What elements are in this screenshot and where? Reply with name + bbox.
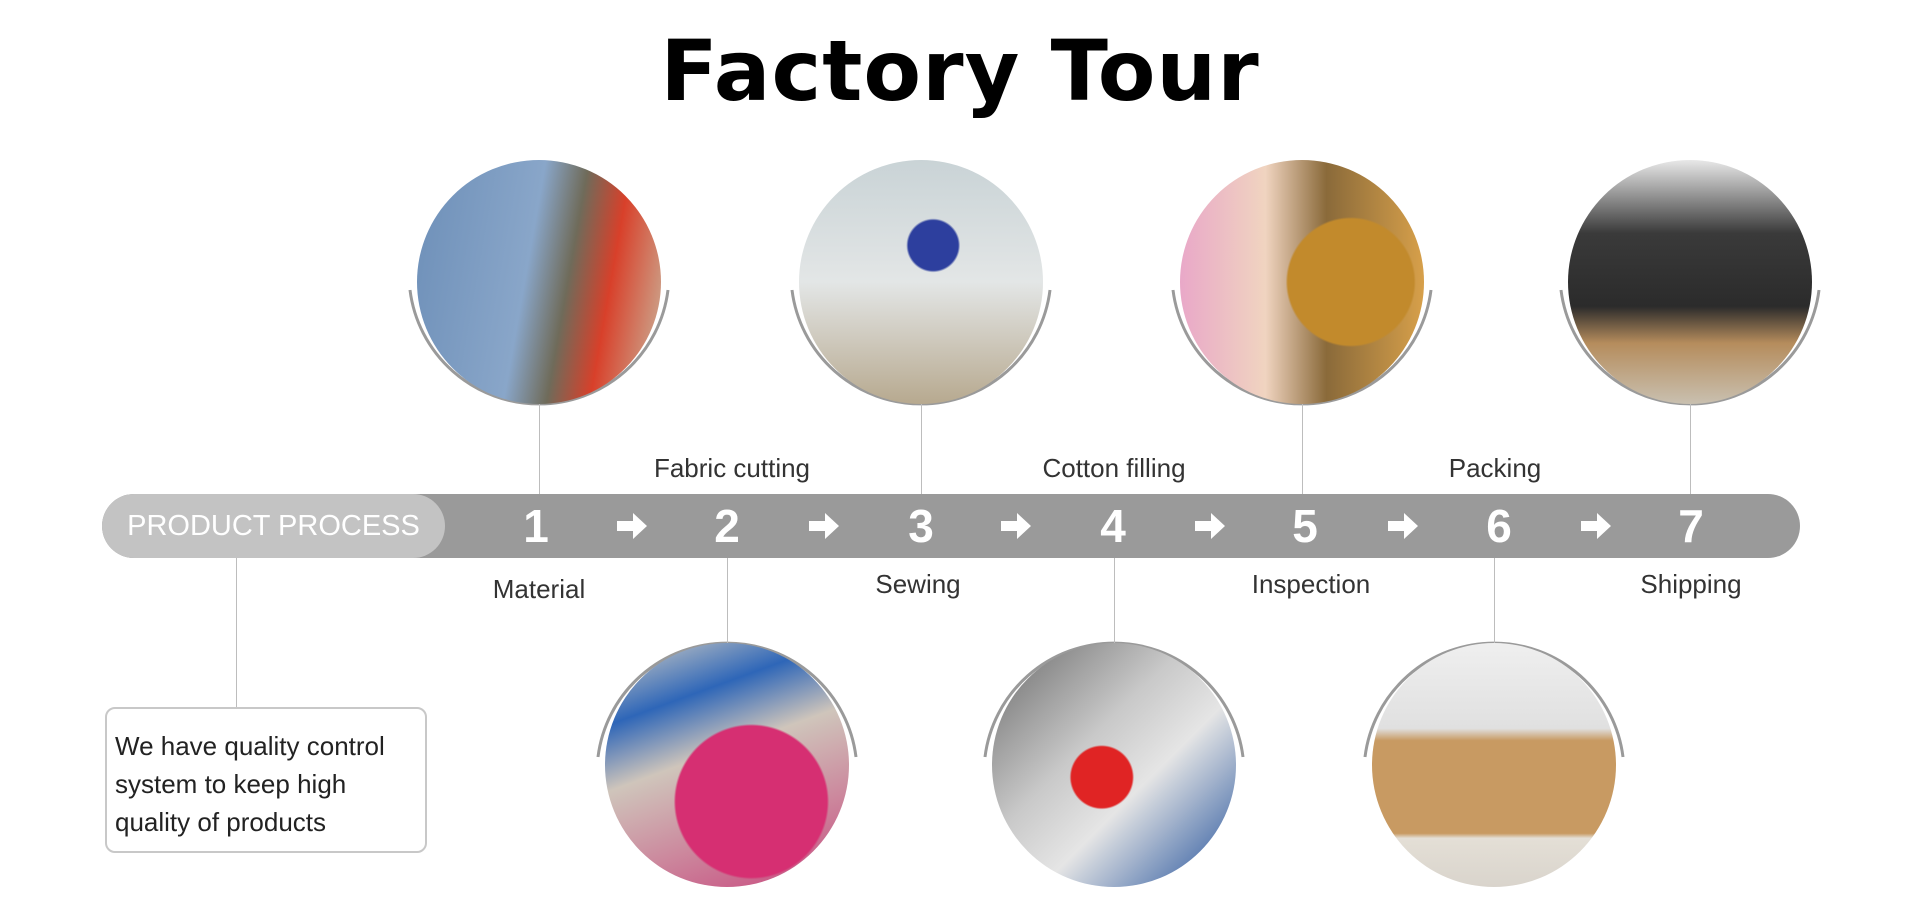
connector-line-4 [1114,558,1115,643]
photo-shipping-container [1568,160,1812,404]
connector-line-note [236,558,237,707]
step-label-fabric-cutting: Fabric cutting [653,453,811,483]
step-label-material: Material [492,574,586,604]
step-number-6: 6 [1486,500,1512,552]
arrow-right-icon [1195,513,1225,539]
step-number-5: 5 [1292,500,1318,552]
step-label-shipping: Shipping [1640,569,1742,599]
arrow-right-icon [1581,513,1611,539]
step-label-sewing: Sewing [875,569,961,599]
photo-cotton-filling [992,643,1236,887]
arrow-right-icon [809,513,839,539]
photo-material-warehouse [417,160,661,404]
connector-line-5 [1302,404,1303,494]
photo-fabric-cutting [605,643,849,887]
connector-line-1 [539,404,540,494]
photo-inspection [1180,160,1424,404]
page-title: Factory Tour [660,22,1260,120]
step-number-2: 2 [714,500,740,552]
photo-sewing [799,160,1043,404]
quality-control-note: We have quality control system to keep h… [105,707,427,853]
step-number-7: 7 [1678,500,1704,552]
step-label-packing: Packing [1448,453,1542,483]
arrow-right-icon [617,513,647,539]
connector-line-7 [1690,404,1691,494]
photo-packing-warehouse [1372,643,1616,887]
step-number-1: 1 [523,500,549,552]
arrow-right-icon [1388,513,1418,539]
connector-line-3 [921,404,922,494]
arrow-right-icon [1001,513,1031,539]
step-number-4: 4 [1100,500,1126,552]
step-label-cotton-filling: Cotton filling [1042,453,1186,483]
step-label-inspection: Inspection [1251,569,1371,599]
connector-line-2 [727,558,728,643]
step-number-3: 3 [908,500,934,552]
product-process-label: PRODUCT PROCESS [102,494,445,558]
connector-line-6 [1494,558,1495,643]
